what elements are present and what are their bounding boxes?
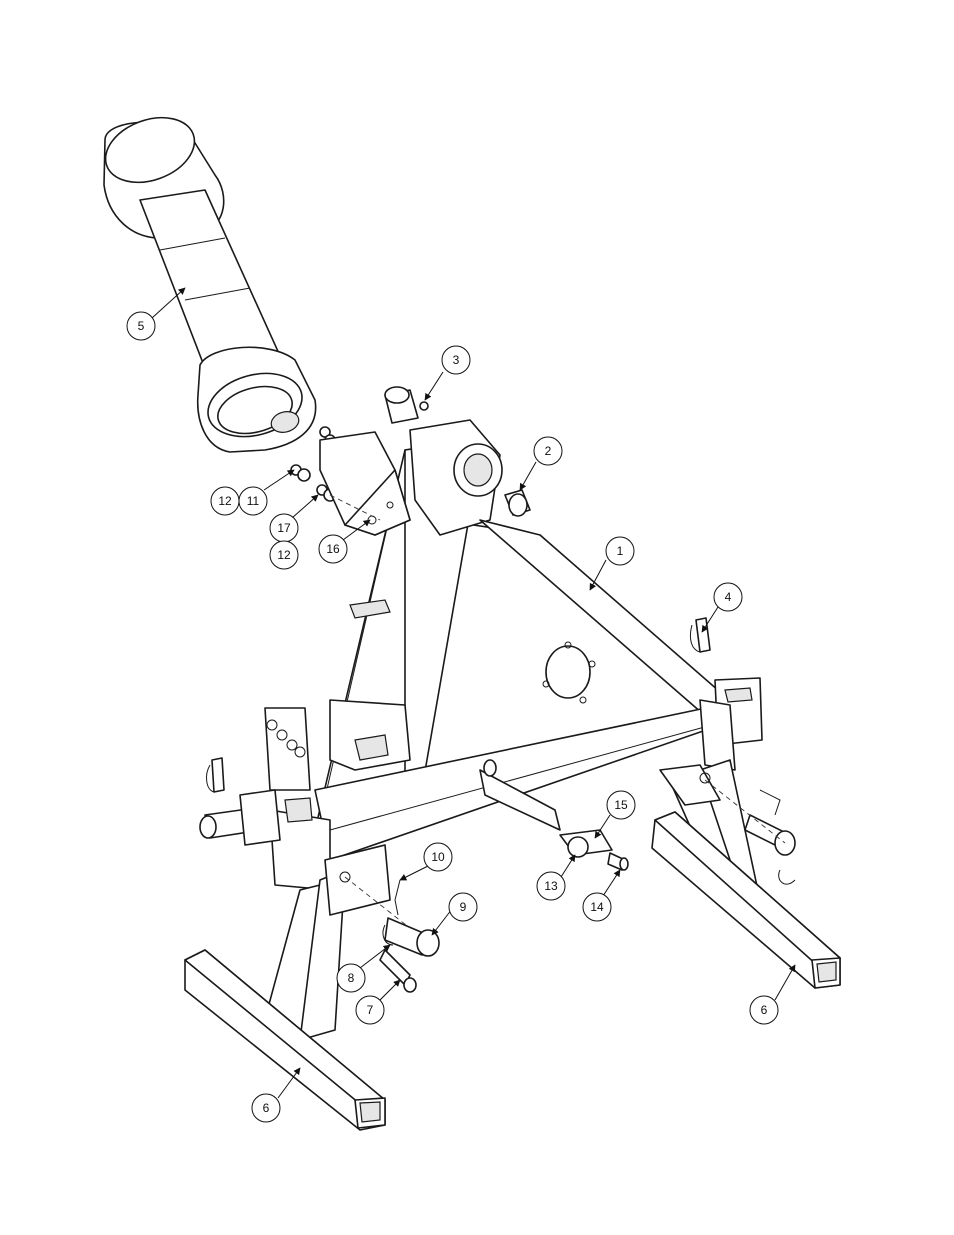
- callout-13: 13: [537, 872, 565, 900]
- callout-8: 8: [337, 964, 365, 992]
- bushing-3: [385, 387, 428, 423]
- callout-15: 15: [607, 791, 635, 819]
- svg-text:13: 13: [544, 879, 558, 893]
- callout-9: 9: [449, 893, 477, 921]
- callout-14: 14: [583, 893, 611, 921]
- svg-text:7: 7: [367, 1003, 374, 1017]
- callout-10: 10: [424, 843, 452, 871]
- leg-right: [652, 760, 840, 988]
- svg-text:8: 8: [348, 971, 355, 985]
- svg-text:2: 2: [545, 444, 552, 458]
- callout-16: 16: [319, 535, 347, 563]
- svg-text:3: 3: [453, 353, 460, 367]
- svg-text:15: 15: [614, 798, 628, 812]
- svg-text:16: 16: [326, 542, 340, 556]
- svg-text:10: 10: [431, 850, 445, 864]
- svg-text:6: 6: [761, 1003, 768, 1017]
- bracket-16: [320, 432, 410, 535]
- pin-set-13-15: [560, 830, 628, 870]
- svg-text:12: 12: [277, 548, 291, 562]
- callout-17: 17: [270, 514, 298, 542]
- svg-text:6: 6: [263, 1101, 270, 1115]
- lynch-pin-4: [690, 618, 710, 652]
- callout-6-left: 6: [252, 1094, 280, 1122]
- callout-2: 2: [534, 437, 562, 465]
- callout-3: 3: [442, 346, 470, 374]
- callout-11: 11: [239, 487, 267, 515]
- callout-1: 1: [606, 537, 634, 565]
- svg-text:17: 17: [277, 521, 291, 535]
- svg-text:9: 9: [460, 900, 467, 914]
- lynch-pin-left: [207, 758, 224, 792]
- svg-text:14: 14: [590, 900, 604, 914]
- callout-12-top: 12: [211, 487, 239, 515]
- callout-12-bottom: 12: [270, 541, 298, 569]
- pto-driveline: [97, 106, 316, 452]
- callout-6-right: 6: [750, 996, 778, 1024]
- bushing-2: [505, 490, 530, 516]
- callout-5: 5: [127, 312, 155, 340]
- svg-text:1: 1: [617, 544, 624, 558]
- svg-text:11: 11: [247, 494, 260, 508]
- callout-7: 7: [356, 996, 384, 1024]
- svg-text:12: 12: [218, 494, 232, 508]
- svg-text:5: 5: [138, 319, 145, 333]
- svg-text:4: 4: [725, 590, 732, 604]
- callout-4: 4: [714, 583, 742, 611]
